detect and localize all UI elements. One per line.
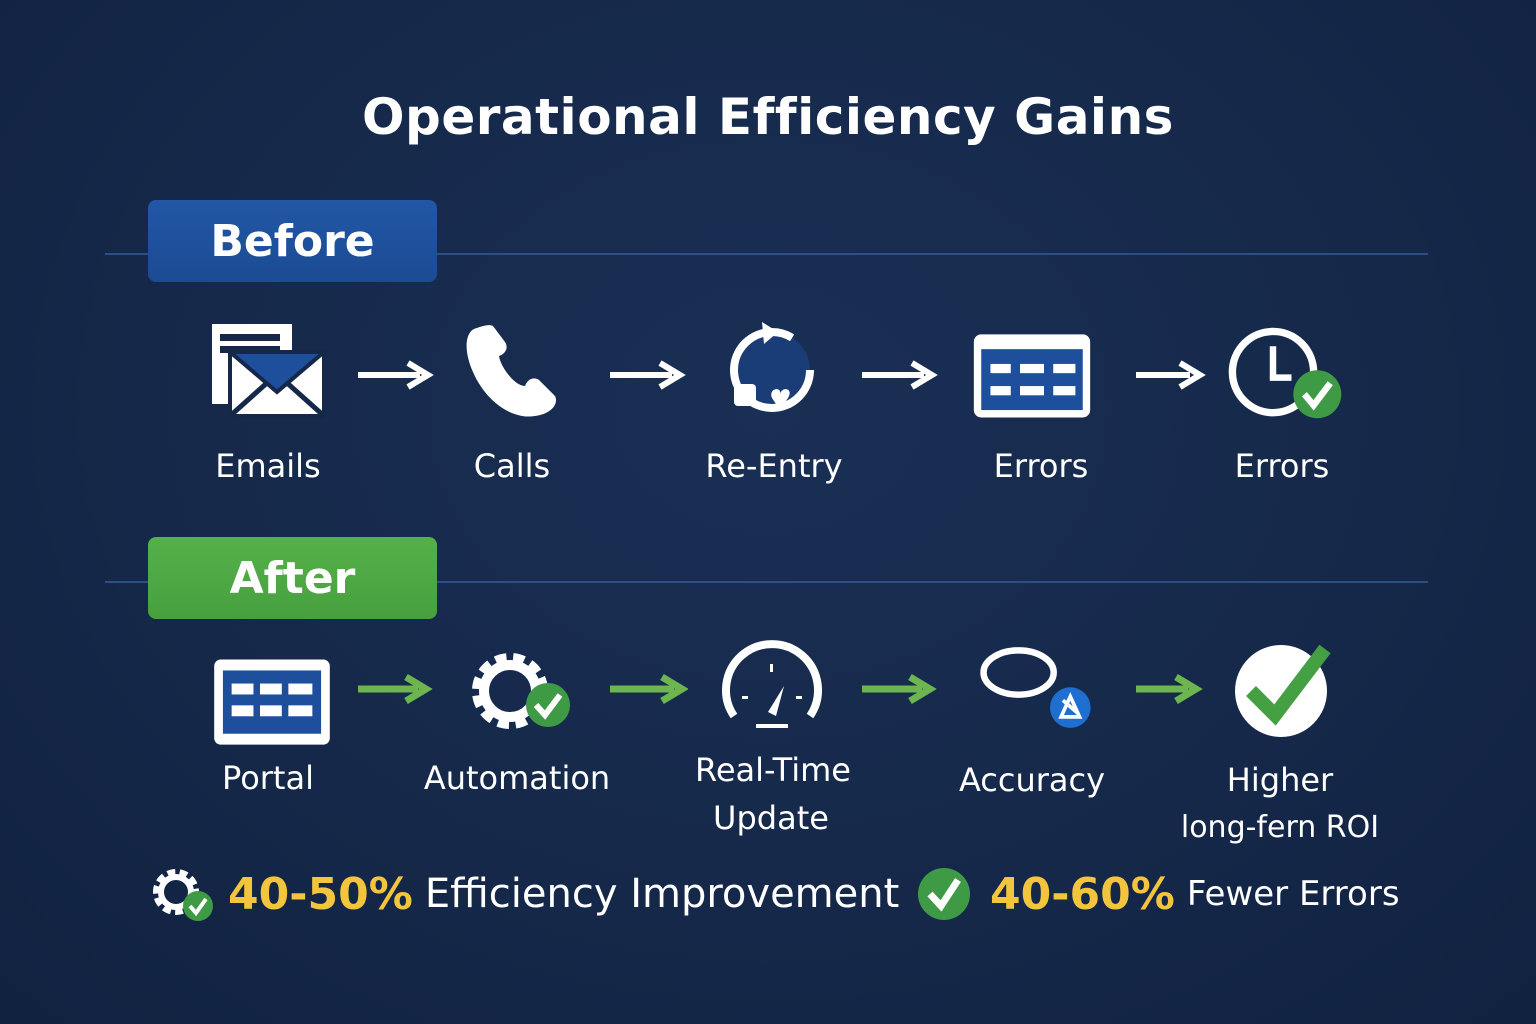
step-label: Automation [423,759,611,797]
stat-text: Efficiency Improvement [424,871,900,917]
arrow-right-icon [1136,360,1206,390]
arrow-right-icon [358,674,433,704]
grid-icon [973,334,1091,418]
step-label: Emails [215,447,321,485]
after-badge: After [148,537,437,619]
arrow-right-icon [358,360,434,390]
check-shield-icon [918,868,970,920]
before-badge: Before [148,200,437,282]
arrow-right-icon [862,674,937,704]
step-label: Re-Entry [705,447,843,485]
stat-value: 40-60% [990,868,1175,920]
refresh-icon [730,322,814,412]
step-label: Higher [1226,761,1334,799]
stat-errors: 40-60% Fewer Errors [916,862,1400,926]
email-icon [212,324,328,418]
step-label: Errors [993,447,1089,485]
step-label: Errors [1234,447,1330,485]
check-circle-icon [1235,644,1331,737]
arrow-right-icon [610,360,686,390]
before-divider [105,253,1428,255]
step-label: Calls [473,447,551,485]
arrow-right-icon [1136,674,1203,704]
arrow-right-icon [862,360,938,390]
stat-efficiency: 40-50% Efficiency Improvement [148,862,899,926]
after-divider [105,581,1428,583]
gear-check-icon [153,869,213,921]
stat-value: 40-50% [228,868,413,920]
portal-icon [214,659,330,745]
speedometer-icon [722,640,822,728]
page-title: Operational Efficiency Gains [362,88,1174,146]
step-label: Portal [222,759,314,797]
target-icon [980,647,1091,728]
stat-text: Fewer Errors [1186,874,1400,914]
step-label: Real-Time [695,751,851,789]
arrow-right-icon [610,674,688,704]
step-label-line2: long-fern ROI [1180,810,1380,845]
step-label-line2: Update [713,799,829,837]
step-label: Accuracy [958,761,1106,799]
gear-check-icon [472,653,570,729]
phone-icon [466,325,557,417]
clock-check-icon [1228,327,1342,419]
